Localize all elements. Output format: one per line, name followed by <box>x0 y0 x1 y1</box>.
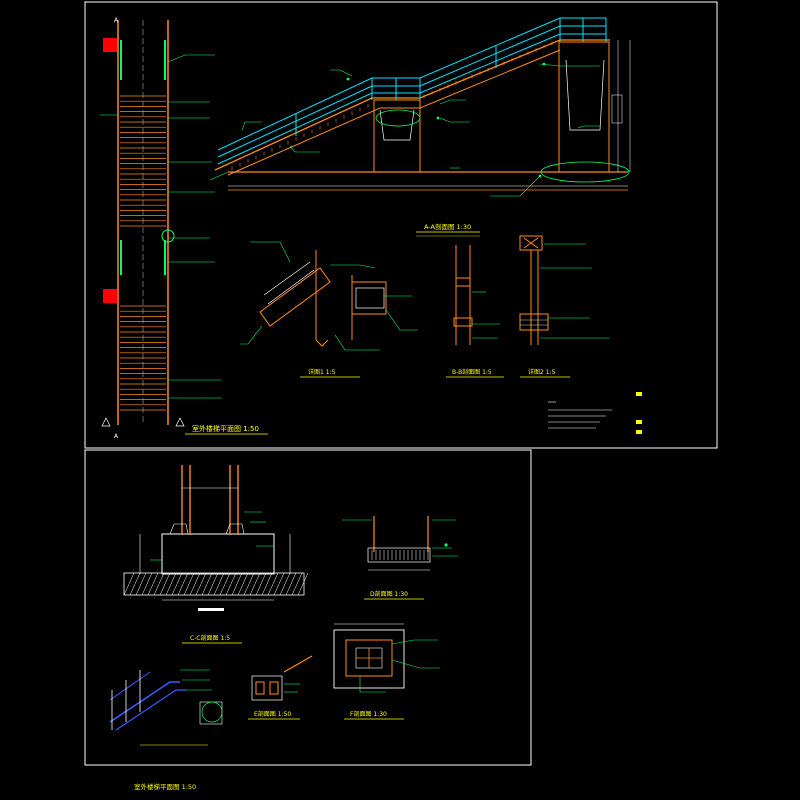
title-block-marks <box>636 392 642 434</box>
drawing-line <box>177 572 189 596</box>
drawing-line <box>171 572 183 596</box>
stair-plan-view: A A 室外楼梯平面图 1:50 <box>100 17 268 440</box>
section-f-title: F剖面图 1:30 <box>350 710 387 718</box>
node-detail-1: 详图1 1:5 <box>240 241 418 378</box>
drawing-line <box>207 572 219 596</box>
drawing-line <box>225 572 237 596</box>
drawing-line <box>267 572 279 596</box>
drawing-line <box>243 572 255 596</box>
upper-sheet-frame <box>84 1 718 449</box>
drawing-line <box>183 572 195 596</box>
drawing-line <box>135 572 147 596</box>
drawing-line <box>141 572 153 596</box>
section-e <box>109 669 223 746</box>
drawing-line <box>213 572 225 596</box>
drawing-line <box>285 572 297 596</box>
drawing-line <box>195 572 207 596</box>
drawing-line <box>279 572 291 596</box>
section-e-title: E剖面图 1:50 <box>254 710 291 718</box>
section-cc: C-C剖面图 1:5 <box>123 465 309 644</box>
drawing-line <box>159 572 171 596</box>
section-bb: B-B剖面图 1:5 <box>446 245 504 378</box>
drawing-line <box>291 572 303 596</box>
drawing-line <box>189 572 201 596</box>
stair-elevation-aa <box>209 17 631 197</box>
drawing-line <box>231 572 243 596</box>
section-aa-title: A-A剖面图 1:30 <box>424 222 471 231</box>
drawing-line <box>165 572 177 596</box>
drawing-line <box>219 572 231 596</box>
drawing-line <box>297 572 309 596</box>
section-e-detail: E剖面图 1:50 <box>248 655 313 720</box>
elevation-railing <box>217 17 607 165</box>
section-bb-title: B-B剖面图 1:5 <box>452 368 492 376</box>
grid-marker-bottom: A <box>114 433 119 440</box>
elevation-leaders <box>209 63 600 197</box>
section-f: F剖面图 1:30 <box>333 623 440 720</box>
section-d-title: D剖面图 1:30 <box>370 590 408 598</box>
drawing-line <box>129 572 141 596</box>
plan-leaders <box>100 54 222 399</box>
node-detail-2: 详图2 1:5 <box>519 235 610 378</box>
drawing-line <box>237 572 249 596</box>
drawing-line <box>147 572 159 596</box>
section-d: D剖面图 1:30 <box>342 516 458 600</box>
drawing-line <box>201 572 213 596</box>
drawing-line <box>273 572 285 596</box>
drawing-line <box>255 572 267 596</box>
drawing-line <box>249 572 261 596</box>
sheet-frames <box>84 1 718 766</box>
drawing-line <box>261 572 273 596</box>
node1-title: 详图1 1:5 <box>308 368 336 376</box>
general-notes <box>548 401 612 429</box>
lower-sheet-frame <box>84 449 532 766</box>
red-marker-bottom <box>103 289 117 303</box>
bottom-caption: 室外楼梯平面图 1:50 <box>134 782 196 791</box>
grid-marker-top: A <box>114 17 119 24</box>
section-cc-title: C-C剖面图 1:5 <box>190 634 230 642</box>
plan-title: 室外楼梯平面图 1:50 <box>192 424 259 433</box>
drawing-line <box>123 572 135 596</box>
red-marker-top <box>103 38 117 52</box>
node2-title: 详图2 1:5 <box>528 368 556 376</box>
drawing-line <box>153 572 165 596</box>
